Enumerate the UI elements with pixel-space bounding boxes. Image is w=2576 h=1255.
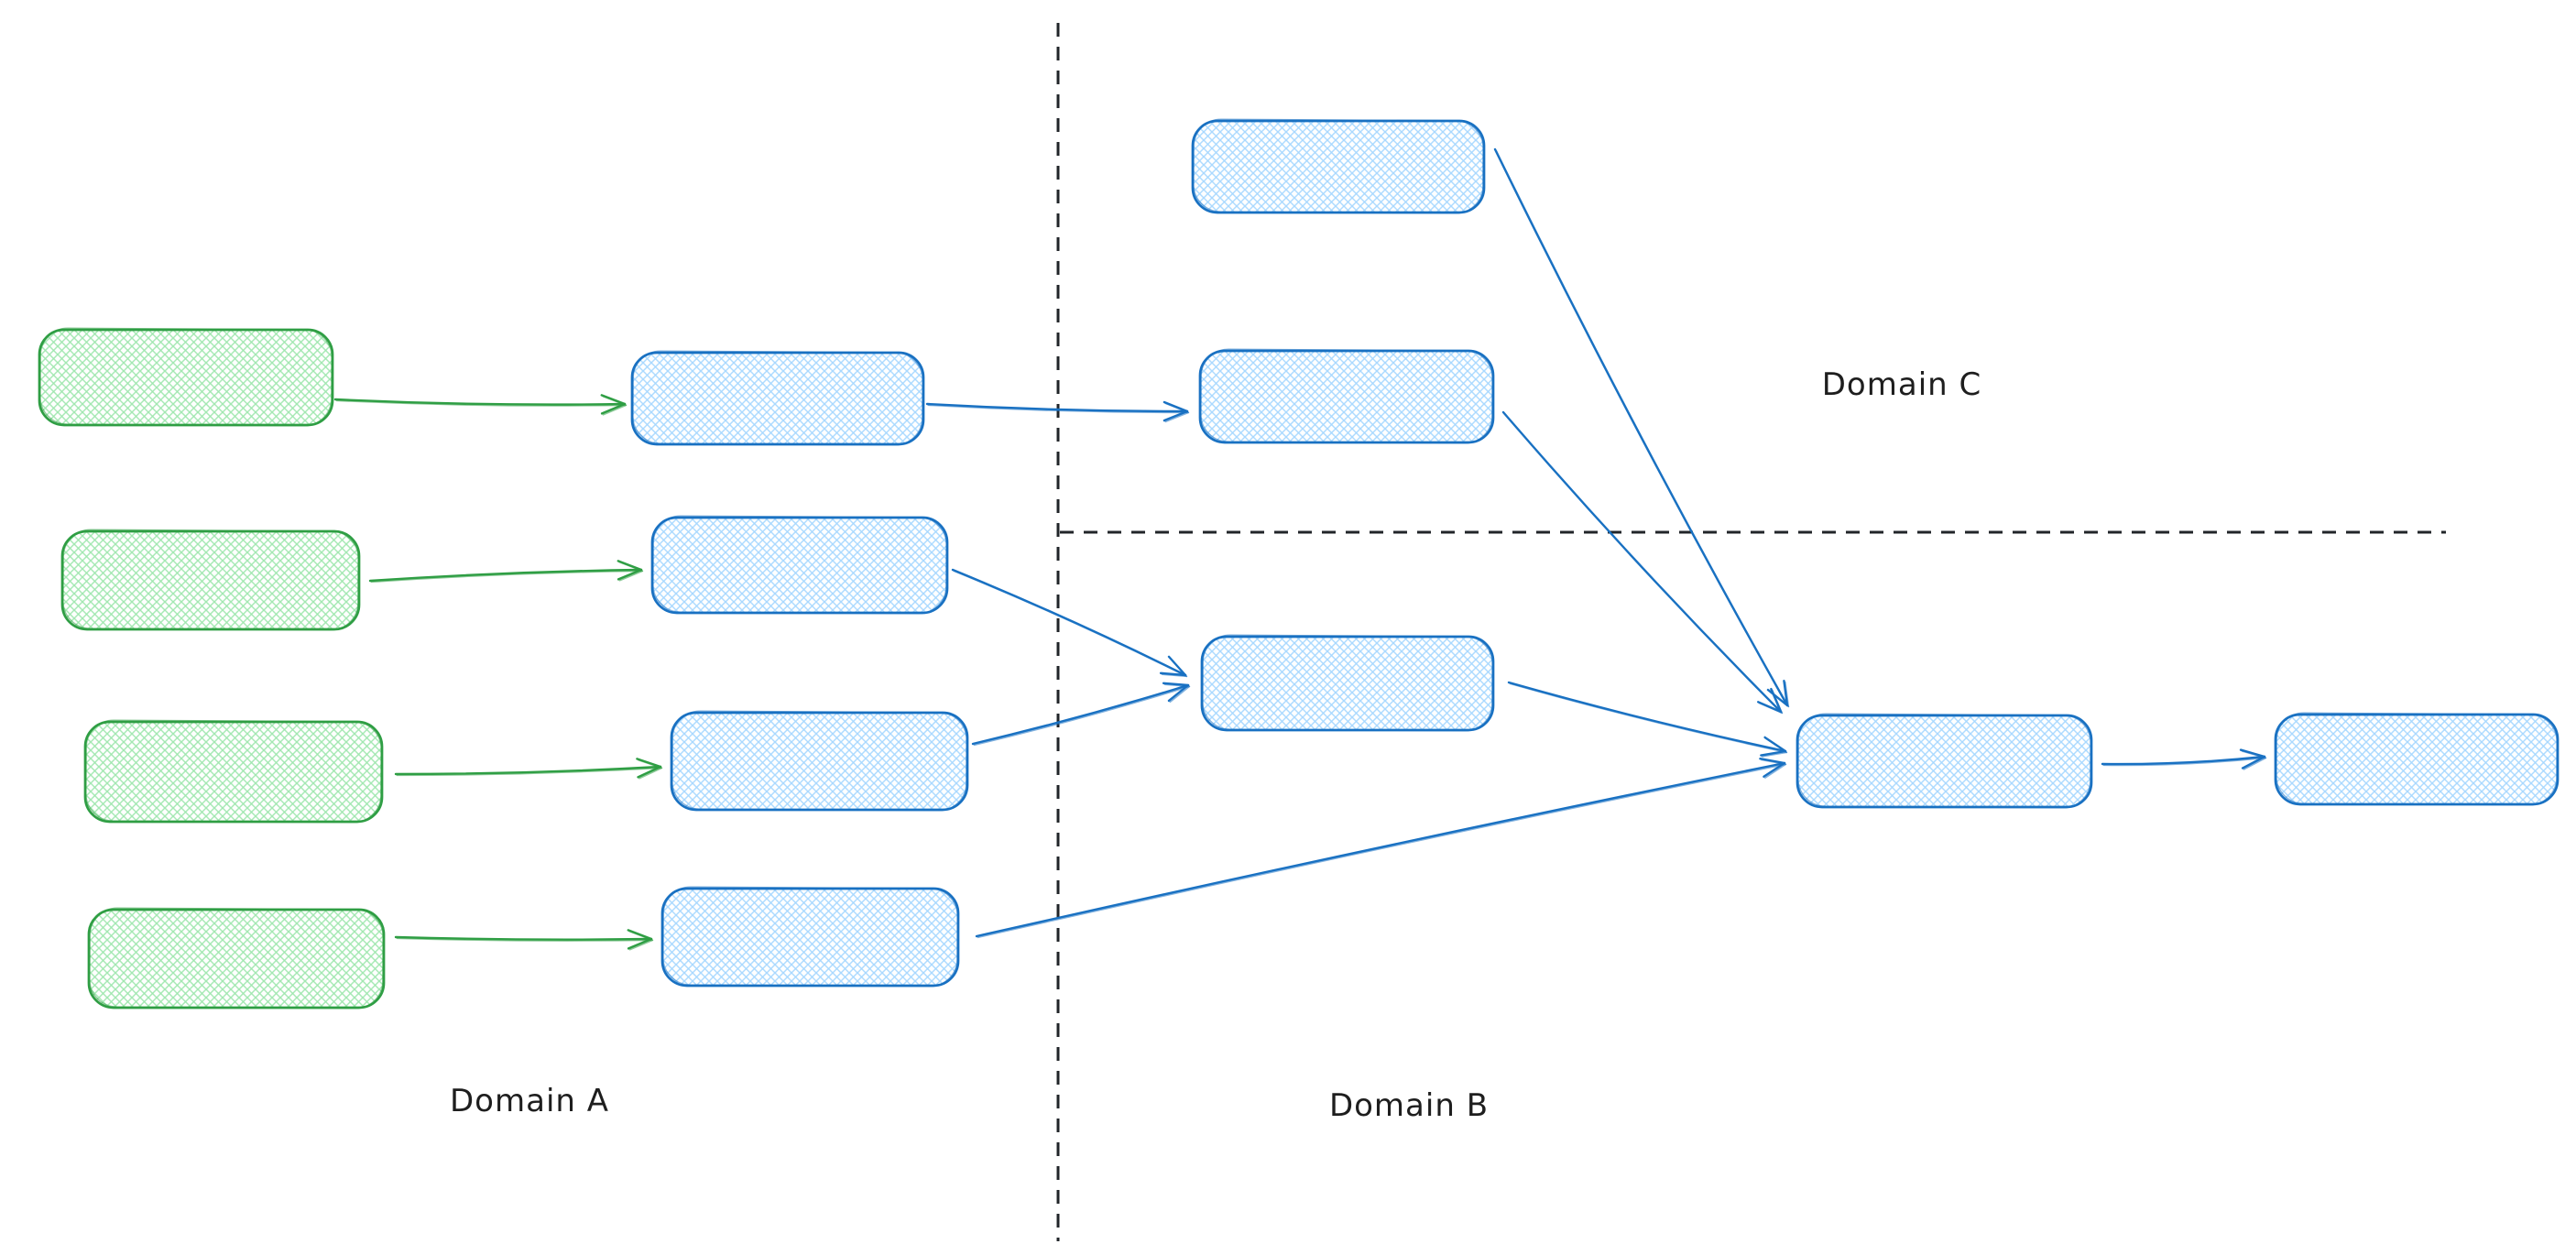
arrow-green-4 <box>394 929 654 951</box>
edge-layer <box>333 147 2267 951</box>
arrow-b-merge <box>1507 681 1788 758</box>
domain-a-label: Domain A <box>450 1083 609 1119</box>
arrow-green-3 <box>394 758 663 780</box>
domain-a-green-box-3 <box>83 719 384 824</box>
label-layer: Domain A Domain B Domain C <box>450 366 1981 1124</box>
domain-a-green-box-1 <box>38 327 334 427</box>
arrow-blue-4-merge <box>975 757 1787 939</box>
domain-a-blue-box-2 <box>650 515 949 615</box>
arrow-c1-merge <box>1493 147 1790 708</box>
domain-c-blue-box-2 <box>1198 348 1495 444</box>
node-layer <box>38 118 2560 1009</box>
domain-a-green-box-4 <box>87 907 386 1009</box>
arrow-blue-1 <box>925 400 1190 423</box>
divider-layer <box>1056 23 2446 1241</box>
domain-a-blue-box-4 <box>660 886 960 988</box>
arrow-blue-2 <box>951 568 1188 678</box>
domain-c-blue-box-1 <box>1191 118 1486 214</box>
domain-a-green-box-2 <box>60 529 361 631</box>
domain-b-output-box <box>2274 712 2560 806</box>
domain-a-blue-box-3 <box>670 710 969 812</box>
arrow-green-2 <box>368 560 644 584</box>
domain-b-label: Domain B <box>1329 1087 1489 1124</box>
arrow-c2-merge <box>1501 410 1784 715</box>
arrow-merge-output <box>2101 748 2267 770</box>
domain-a-blue-box-1 <box>630 350 925 446</box>
domain-c-label: Domain C <box>1822 366 1981 403</box>
arrow-blue-3 <box>971 682 1191 747</box>
domain-b-merge-box <box>1796 713 2093 809</box>
domain-b-blue-box <box>1200 634 1495 732</box>
arrow-green-1 <box>333 394 628 416</box>
